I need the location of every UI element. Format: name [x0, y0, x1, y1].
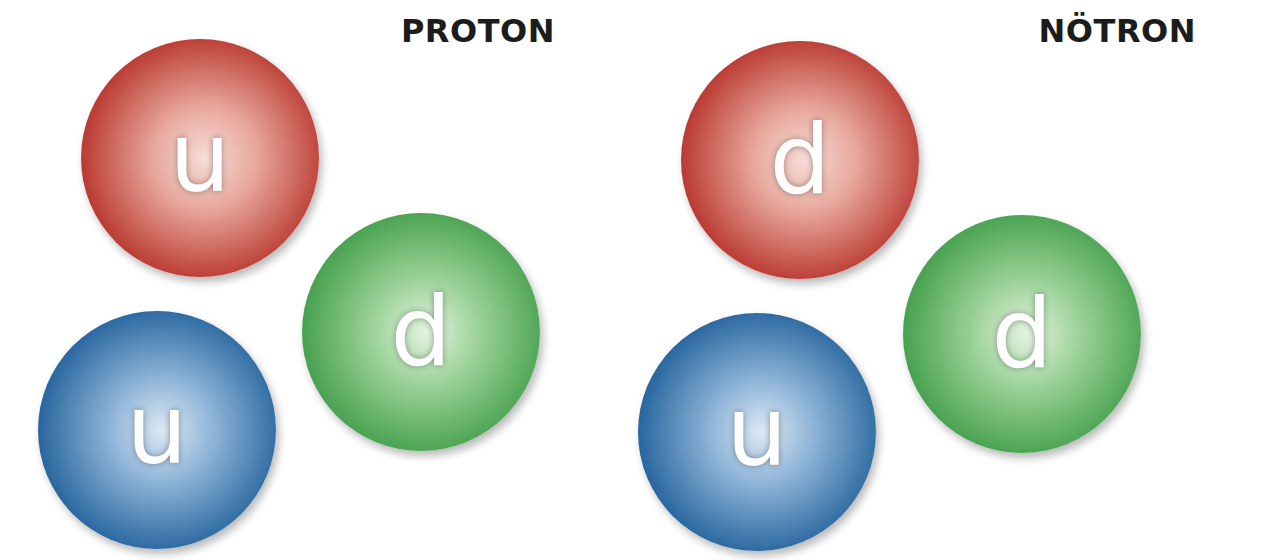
- quark-letter: u: [727, 384, 788, 480]
- quark-sphere: u: [638, 313, 876, 551]
- quark-letter: u: [170, 110, 231, 206]
- quark-sphere: d: [903, 215, 1141, 453]
- particle-heading: NÖTRON: [1039, 12, 1196, 50]
- quark-letter: d: [391, 284, 452, 380]
- quark-sphere: u: [81, 39, 319, 277]
- quark-letter: d: [992, 286, 1053, 382]
- particle-heading: PROTON: [401, 12, 555, 50]
- quark-letter: u: [127, 382, 188, 478]
- quark-sphere: u: [38, 311, 276, 549]
- quark-letter: d: [770, 112, 831, 208]
- quark-sphere: d: [302, 213, 540, 451]
- quark-sphere: d: [681, 41, 919, 279]
